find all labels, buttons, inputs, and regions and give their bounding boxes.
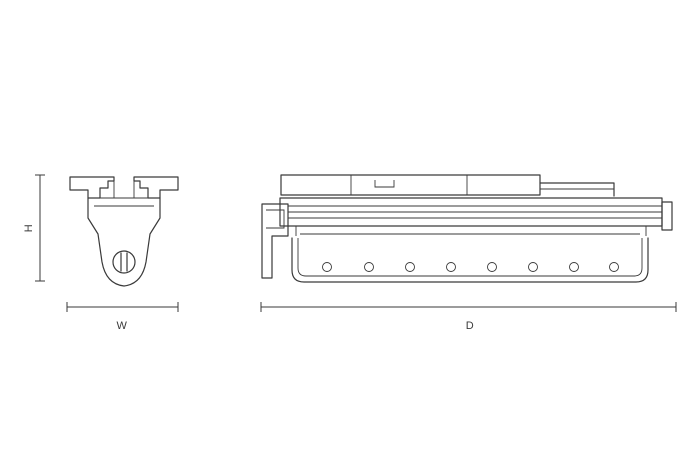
dimension-width: W	[66, 302, 179, 332]
rack-pegs	[322, 262, 619, 272]
depth-label: D	[466, 320, 474, 332]
side-view	[261, 174, 673, 283]
height-label: H	[23, 224, 35, 232]
front-view	[69, 176, 179, 287]
bolt-head	[112, 250, 136, 274]
dimension-height: H	[23, 174, 45, 282]
width-label: W	[117, 320, 128, 332]
dimension-depth: D	[260, 302, 677, 332]
